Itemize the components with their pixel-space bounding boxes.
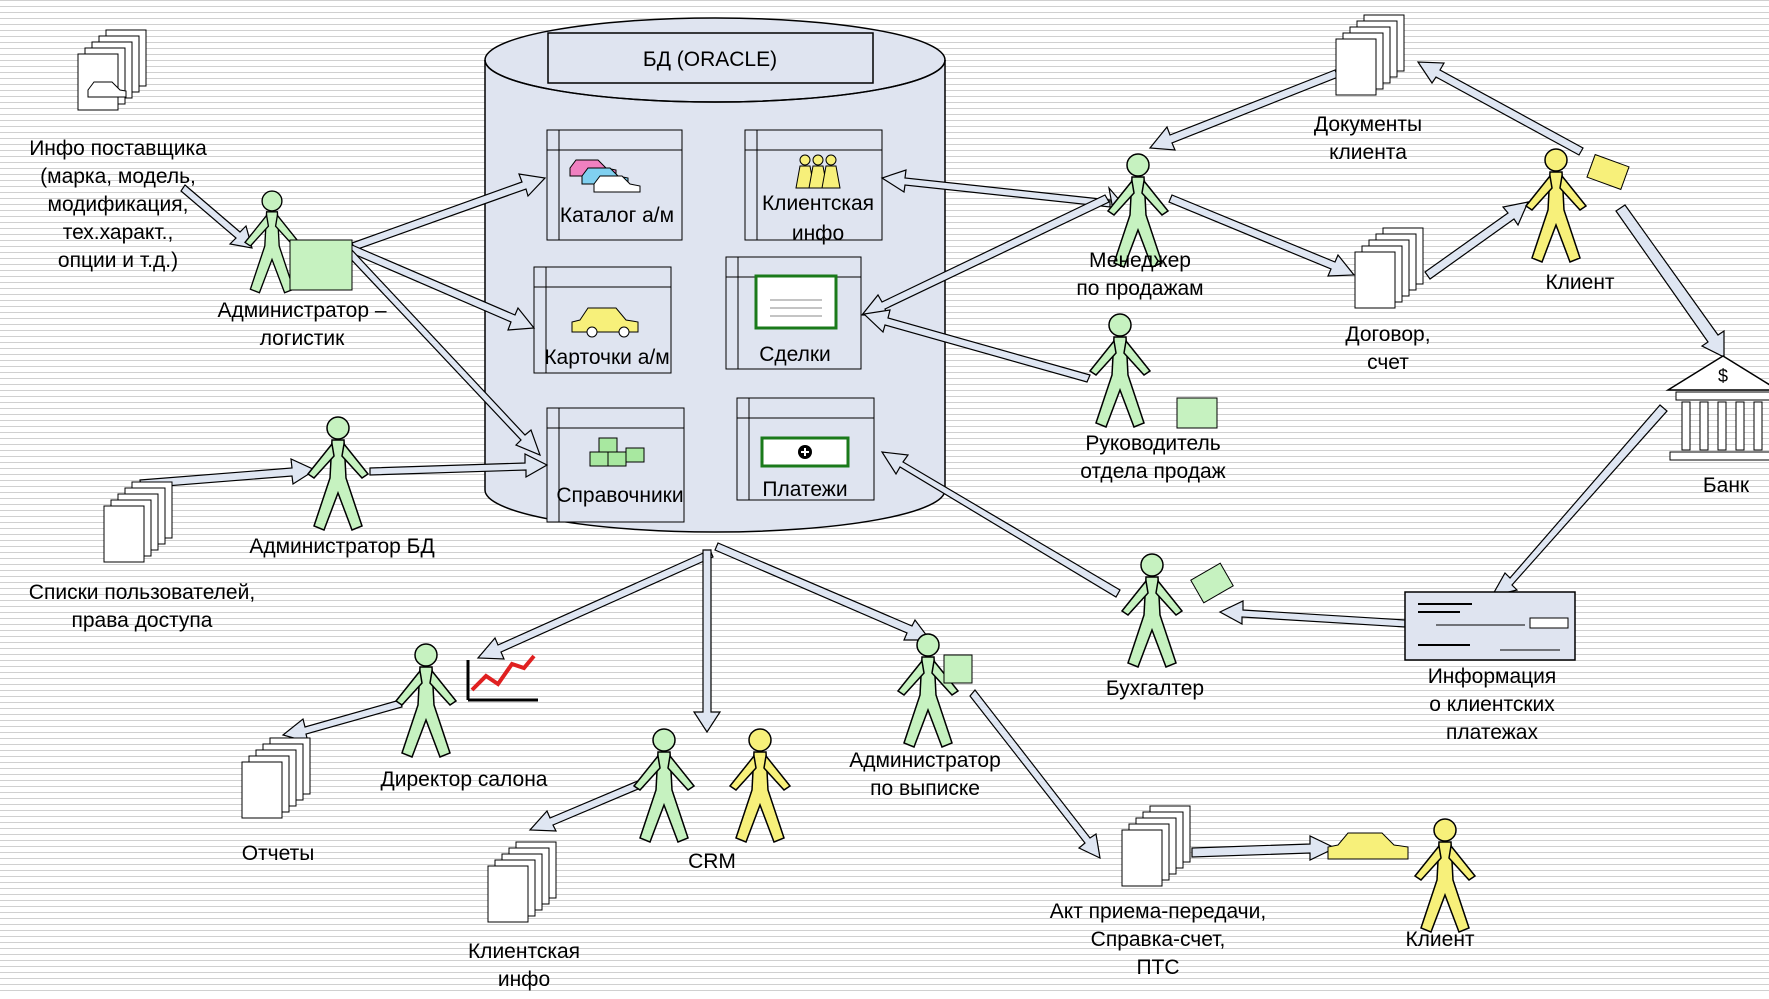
act-docs-label-2: Справка-счет, — [1091, 928, 1226, 951]
svg-text:$: $ — [1718, 366, 1728, 386]
supplier-info-label-3: модификация, — [48, 193, 189, 216]
flow-arrows — [139, 61, 1725, 861]
crm-client-info-label-1: Клиентская — [468, 940, 580, 963]
database-title: БД (ORACLE) — [643, 48, 777, 71]
supplier-info-label-5: опции и т.д.) — [58, 249, 178, 272]
director-figure[interactable] — [395, 643, 538, 758]
contract-label-1: Договор, — [1345, 323, 1430, 346]
table-client-info-label-2: инфо — [792, 222, 844, 245]
labels: Инфо поставщика (марка, модель, модифика… — [29, 113, 1750, 991]
supplier-docs-icon — [77, 29, 147, 111]
car-icon — [571, 307, 639, 333]
crm-client-info-label-2: инфо — [498, 968, 550, 991]
table-payments-label: Платежи — [762, 478, 847, 501]
reports-label: Отчеты — [242, 842, 315, 865]
contract-label-2: счет — [1367, 351, 1409, 374]
supplier-info-label-4: тех.характ., — [63, 221, 174, 244]
money-bill-icon — [760, 436, 850, 468]
check-icon[interactable] — [1404, 591, 1576, 661]
sales-head-label-2: отдела продаж — [1080, 460, 1225, 483]
car-handover-icon — [1327, 832, 1409, 860]
table-deals-label: Сделки — [759, 343, 831, 366]
crm-label: CRM — [688, 850, 736, 873]
table-references[interactable]: Справочники — [546, 407, 685, 523]
act-docs-label-1: Акт приема-передачи, — [1050, 900, 1266, 923]
table-cards[interactable]: Карточки а/м — [533, 266, 672, 374]
payment-info-label-1: Информация — [1428, 665, 1557, 688]
payment-info-label-2: о клиентских — [1429, 693, 1555, 716]
accountant-label: Бухгалтер — [1106, 677, 1204, 700]
user-lists-label-1: Списки пользователей, — [29, 581, 255, 604]
client-bottom-label: Клиент — [1405, 928, 1474, 951]
admin-issue-label-1: Администратор — [849, 749, 1001, 772]
table-payments[interactable]: Платежи — [736, 397, 875, 501]
sales-head-figure[interactable] — [1089, 313, 1218, 429]
certificate-icon — [754, 274, 838, 330]
admin-logistic-figure[interactable] — [244, 190, 353, 294]
admin-db-label: Администратор БД — [249, 535, 434, 558]
people-group-icon — [795, 154, 841, 189]
client-top-label: Клиент — [1545, 271, 1614, 294]
box-icon — [1176, 397, 1218, 429]
sales-head-label-1: Руководитель — [1085, 432, 1220, 455]
client-bottom-figure[interactable] — [1327, 818, 1476, 933]
sales-manager-label-2: по продажам — [1076, 277, 1203, 300]
table-client-info[interactable]: Клиентская инфо — [744, 129, 883, 245]
table-client-info-label-1: Клиентская — [762, 192, 874, 215]
boxes-icon — [589, 437, 645, 467]
table-catalog[interactable]: Каталог а/м — [546, 129, 683, 241]
admin-issue-label-2: по выписке — [870, 777, 980, 800]
sales-manager-label-1: Менеджер — [1089, 249, 1191, 272]
admin-issue-figure[interactable] — [897, 633, 973, 748]
table-catalog-label: Каталог а/м — [560, 204, 674, 227]
client-docs-label-1: Документы — [1314, 113, 1422, 136]
client-top-figure[interactable] — [1525, 148, 1630, 263]
cars-icon — [569, 159, 641, 193]
bank-icon[interactable]: $ — [1665, 355, 1769, 461]
supplier-info-label-2: (марка, модель, — [40, 165, 196, 188]
supplier-info-label-1: Инфо поставщика — [29, 137, 207, 160]
money-icon — [1586, 153, 1630, 191]
admin-logistic-label-2: логистик — [260, 327, 345, 350]
director-label: Директор салона — [381, 768, 548, 791]
table-cards-label: Карточки а/м — [544, 346, 669, 369]
chart-growth-icon — [466, 654, 538, 702]
client-docs-label-2: клиента — [1329, 141, 1407, 164]
payment-info-label-3: платежах — [1446, 721, 1538, 744]
act-docs-label-3: ПТС — [1136, 956, 1179, 979]
accountant-figure[interactable] — [1121, 553, 1234, 668]
admin-logistic-label-1: Администратор – — [217, 299, 386, 322]
bank-label: Банк — [1703, 474, 1750, 497]
table-references-label: Справочники — [556, 484, 683, 507]
user-lists-label-2: права доступа — [71, 609, 212, 632]
table-deals[interactable]: Сделки — [725, 256, 862, 370]
